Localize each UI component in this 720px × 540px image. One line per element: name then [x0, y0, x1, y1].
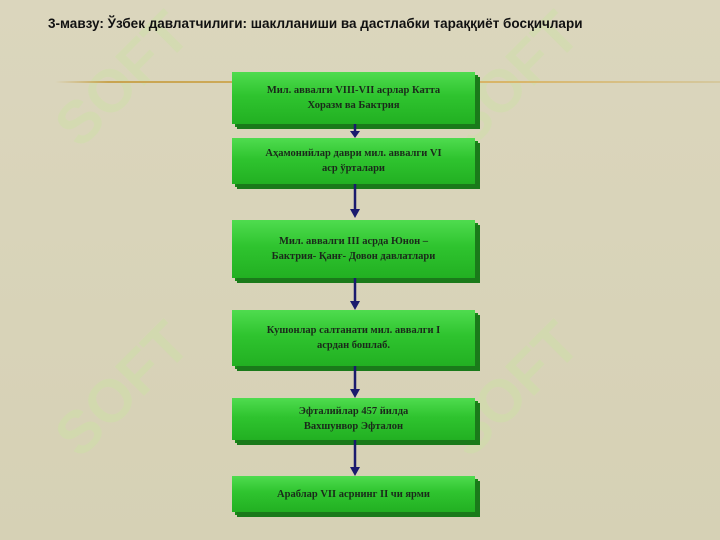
timeline-box-6: Араблар VII асрнинг II чи ярми — [232, 476, 475, 512]
box-5-line-2: Вахшунвор Эфталон — [303, 421, 404, 432]
arrow-down-icon — [350, 366, 360, 398]
arrow-down-icon — [350, 184, 360, 218]
box-6-line-1: Араблар VII асрнинг II чи ярми — [277, 488, 430, 500]
arrow-down-icon — [350, 440, 360, 476]
arrow-down-icon — [350, 124, 360, 138]
timeline-box-5: Эфталийлар 457 йилда Вахшунвор Эфталон — [232, 398, 475, 440]
svg-text:SOFT: SOFT — [42, 309, 203, 470]
box-2-line-1: Аҳамонийлар даври мил. аввалги VI — [265, 148, 442, 159]
box-1-line-1: Мил. аввалги VIII-VII асрлар Катта — [266, 85, 441, 96]
timeline-box-3: Мил. аввалги III асрда Юнон – Бактрия- Қ… — [232, 220, 475, 278]
box-1-line-2: Хоразм ва Бактрия — [307, 100, 400, 111]
arrow-down-icon — [350, 278, 360, 310]
box-4-line-1: Кушонлар салтанати мил. аввалги I — [266, 325, 441, 336]
box-4-line-2: асрдан бошлаб. — [316, 340, 391, 351]
timeline-box-2: Аҳамонийлар даври мил. аввалги VI аср ўр… — [232, 138, 475, 184]
box-3-line-2: Бактрия- Қанғ- Довон давлатлари — [271, 251, 436, 262]
timeline-box-1: Мил. аввалги VIII-VII асрлар Катта Хораз… — [232, 72, 475, 124]
slide-title: 3-мавзу: Ўзбек давлатчилиги: шаклланиши … — [48, 16, 583, 31]
box-2-line-2: аср ўрталари — [321, 163, 385, 174]
box-5-line-1: Эфталийлар 457 йилда — [298, 406, 409, 417]
timeline-box-4: Кушонлар салтанати мил. аввалги I асрдан… — [232, 310, 475, 366]
box-3-line-1: Мил. аввалги III асрда Юнон – — [278, 236, 429, 247]
